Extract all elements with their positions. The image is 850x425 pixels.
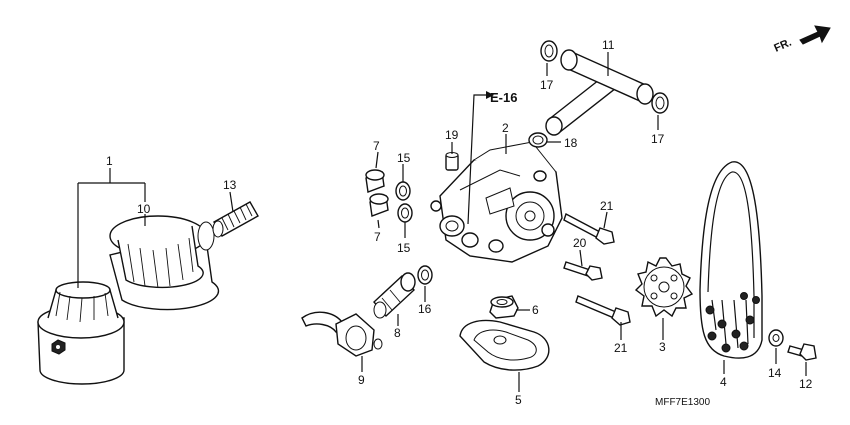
label-part-13: 13: [223, 178, 237, 192]
oil-pipe: [545, 49, 654, 136]
label-part-1: 1: [106, 154, 113, 168]
strainer-plate: [459, 319, 550, 371]
dowel-pin: [445, 152, 459, 171]
oil-strainer: [301, 311, 383, 357]
flange-bolt-upper: [563, 212, 615, 245]
label-part-8: 8: [394, 326, 401, 340]
label-part-4: 4: [720, 375, 727, 389]
label-part-12: 12: [799, 377, 813, 391]
label-part-17-left: 17: [540, 78, 554, 92]
drive-chain: [699, 161, 763, 359]
o-ring-small: [417, 265, 433, 285]
label-part-18: 18: [564, 136, 578, 150]
direction-label: FR.: [772, 37, 793, 55]
flange-bolt-middle: [563, 261, 603, 281]
label-part-15-upper: 15: [397, 151, 411, 165]
washer-lower: [397, 203, 413, 223]
oil-filter-cartridge: [37, 281, 125, 385]
label-part-9: 9: [358, 373, 365, 387]
driven-sprocket: [634, 257, 694, 318]
label-part-19: 19: [445, 128, 459, 142]
bolt-small: [787, 343, 817, 361]
label-part-20: 20: [573, 236, 587, 250]
label-part-11: 11: [602, 38, 615, 52]
label-part-21-lower: 21: [614, 341, 628, 355]
label-part-14: 14: [768, 366, 782, 380]
o-ring-pipe-left: [540, 40, 558, 62]
label-part-21-upper: 21: [600, 199, 614, 213]
rubber-seal: [489, 295, 519, 319]
label-part-7-lower: 7: [374, 230, 381, 244]
collar-upper: [365, 169, 385, 193]
direction-indicator: FR.: [772, 25, 831, 55]
reference-e16: E-16: [490, 90, 517, 105]
label-part-6: 6: [532, 303, 539, 317]
o-ring-pipe-right: [651, 92, 669, 114]
label-part-10: 10: [137, 202, 151, 216]
collar-lower: [369, 193, 389, 217]
reference-pointer: [467, 91, 494, 225]
washer-small: [768, 329, 784, 347]
arrow-right-icon: [799, 25, 831, 45]
flange-bolt-lower: [575, 295, 631, 326]
oil-bolt: [212, 201, 259, 238]
label-part-16: 16: [418, 302, 432, 316]
label-part-15-lower: 15: [397, 241, 411, 255]
drawing-code: MFF7E1300: [655, 397, 710, 408]
leader-lines: [77, 52, 807, 392]
label-part-17-right: 17: [651, 132, 665, 146]
washer-upper: [395, 181, 411, 201]
label-part-7-upper: 7: [373, 139, 380, 153]
label-part-2: 2: [502, 121, 509, 135]
oil-filter-element: [109, 215, 220, 311]
part-labels: 1 10 13 7 7 15 15 19 2 E-16 11 17 17 18 …: [106, 38, 813, 408]
o-ring-pipe-lower: [528, 132, 548, 148]
label-part-5: 5: [515, 393, 522, 407]
relief-valve: [373, 272, 416, 319]
label-part-3: 3: [659, 340, 666, 354]
